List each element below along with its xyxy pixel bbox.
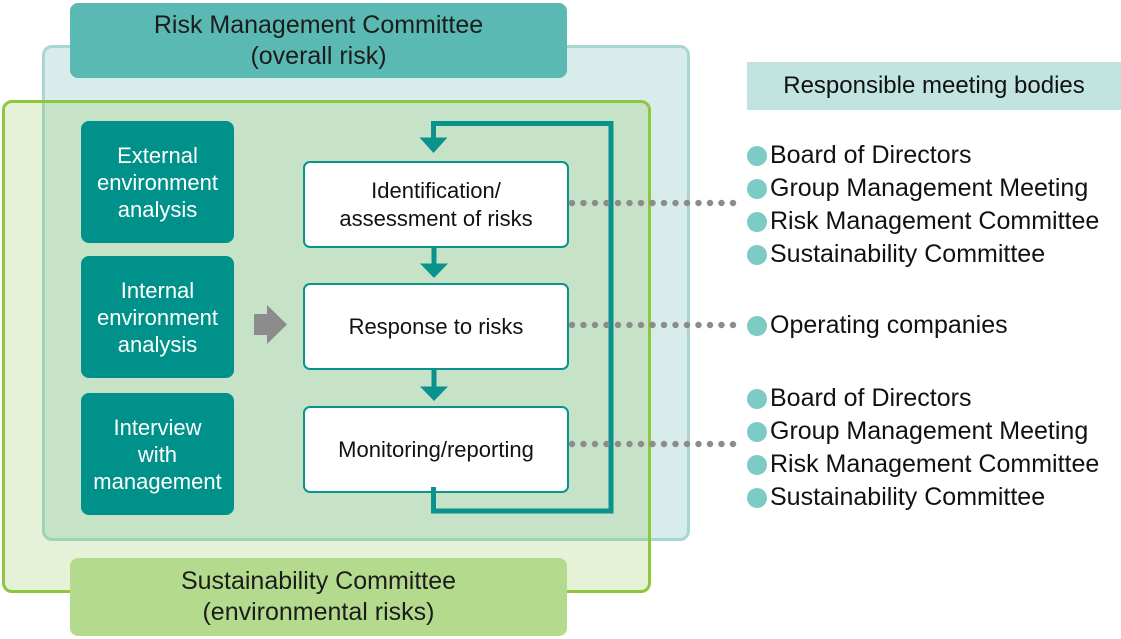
legend-item-label: Board of Directors [770, 384, 972, 412]
banner-subtitle: (environmental risks) [202, 598, 435, 626]
legend-header: Responsible meeting bodies [747, 62, 1121, 110]
step-response-to-risks: Response to risks [303, 283, 569, 370]
circle-bullet-icon [747, 315, 767, 336]
legend-item-label: Board of Directors [770, 141, 972, 169]
legend-item: Group Management Meeting [747, 172, 1099, 205]
legend-group-identification: Board of Directors Group Management Meet… [747, 139, 1099, 271]
step-monitoring-reporting: Monitoring/reporting [303, 406, 569, 493]
circle-bullet-icon [747, 487, 767, 508]
banner-title: Risk Management Committee [153, 10, 484, 39]
legend-item: Risk Management Committee [747, 448, 1099, 481]
input-interview-with-management: Interview with management [81, 393, 234, 515]
legend-item: Operating companies [747, 309, 1008, 342]
legend-item: Sustainability Committee [747, 238, 1099, 271]
risk-management-committee-banner: Risk Management Committee (overall risk) [70, 3, 567, 78]
sustainability-committee-banner: Sustainability Committee (environmental … [70, 558, 567, 636]
circle-bullet-icon [747, 211, 767, 232]
circle-bullet-icon [747, 145, 767, 166]
circle-bullet-icon [747, 178, 767, 199]
legend-item-label: Sustainability Committee [770, 240, 1046, 268]
legend-item: Board of Directors [747, 382, 1099, 415]
circle-bullet-icon [747, 421, 767, 442]
legend-item-label: Group Management Meeting [770, 417, 1089, 445]
circle-bullet-icon [747, 244, 767, 265]
legend-item-label: Operating companies [770, 311, 1008, 339]
banner-title: Sustainability Committee [180, 567, 457, 595]
legend-group-response: Operating companies [747, 309, 1008, 342]
legend-group-monitoring: Board of Directors Group Management Meet… [747, 382, 1099, 514]
legend-item: Group Management Meeting [747, 415, 1099, 448]
legend-item: Board of Directors [747, 139, 1099, 172]
circle-bullet-icon [747, 388, 767, 409]
legend-item: Risk Management Committee [747, 205, 1099, 238]
input-internal-environment-analysis: Internal environment analysis [81, 256, 234, 378]
legend-item-label: Group Management Meeting [770, 174, 1089, 202]
step-identification-assessment: Identification/ assessment of risks [303, 161, 569, 248]
input-external-environment-analysis: External environment analysis [81, 121, 234, 243]
banner-subtitle: (overall risk) [250, 41, 387, 70]
legend-item-label: Sustainability Committee [770, 483, 1046, 511]
legend-item-label: Risk Management Committee [770, 207, 1100, 235]
legend-item: Sustainability Committee [747, 481, 1099, 514]
circle-bullet-icon [747, 454, 767, 475]
legend-item-label: Risk Management Committee [770, 450, 1100, 478]
